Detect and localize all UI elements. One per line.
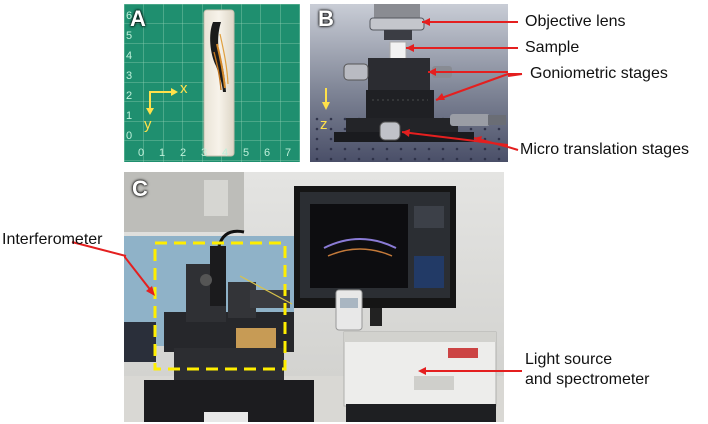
panel-c-right-connector <box>504 370 522 372</box>
callout-sample: Sample <box>525 39 580 56</box>
callout-spectrometer: and spectrometer <box>525 371 650 388</box>
ruler-tick: 5 <box>126 30 133 42</box>
panel-label: B <box>318 6 334 31</box>
panel-label: C <box>132 176 148 201</box>
callout-micro-translation-stages: Micro translation stages <box>520 141 689 158</box>
ruler-bottom: 0 1 2 3 4 5 6 7 <box>138 147 298 161</box>
y-axis-label: y <box>144 116 152 133</box>
x-axis-label: x <box>180 80 188 97</box>
ruler-tick: 4 <box>126 50 133 62</box>
panel-b-connectors <box>508 21 523 151</box>
z-axis-label: z <box>320 116 328 133</box>
cutting-mat-photo <box>124 4 300 162</box>
ruler-left: 6 5 4 3 2 1 0 <box>126 10 138 150</box>
setup-photo <box>124 172 504 422</box>
ruler-tick: 6 <box>264 147 271 159</box>
panel-label: A <box>130 6 146 31</box>
ruler-tick: 4 <box>222 147 229 159</box>
ruler-tick: 3 <box>201 147 208 159</box>
ruler-tick: 0 <box>138 147 145 159</box>
stage-assembly-photo <box>310 4 508 162</box>
ruler-tick: 7 <box>285 147 292 159</box>
callout-goniometric-stages: Goniometric stages <box>530 65 668 82</box>
panel-c-left-connector <box>71 241 127 257</box>
ruler-tick: 5 <box>243 147 250 159</box>
ruler-tick: 1 <box>126 110 133 122</box>
ruler-tick: 1 <box>159 147 166 159</box>
ruler-tick: 6 <box>126 10 133 22</box>
ruler-tick: 0 <box>126 130 133 142</box>
panel-c-photo: C <box>124 172 504 422</box>
ruler-tick: 2 <box>126 90 133 102</box>
panel-b-photo: B z <box>310 4 508 162</box>
callout-objective-lens: Objective lens <box>525 13 626 30</box>
ruler-tick: 2 <box>180 147 187 159</box>
callout-interferometer: Interferometer <box>2 231 103 248</box>
ruler-tick: 3 <box>126 70 133 82</box>
callout-light-source: Light source <box>525 351 613 368</box>
panel-a-photo: A x y 6 5 4 3 2 1 0 0 1 2 3 4 5 6 7 <box>124 4 300 162</box>
